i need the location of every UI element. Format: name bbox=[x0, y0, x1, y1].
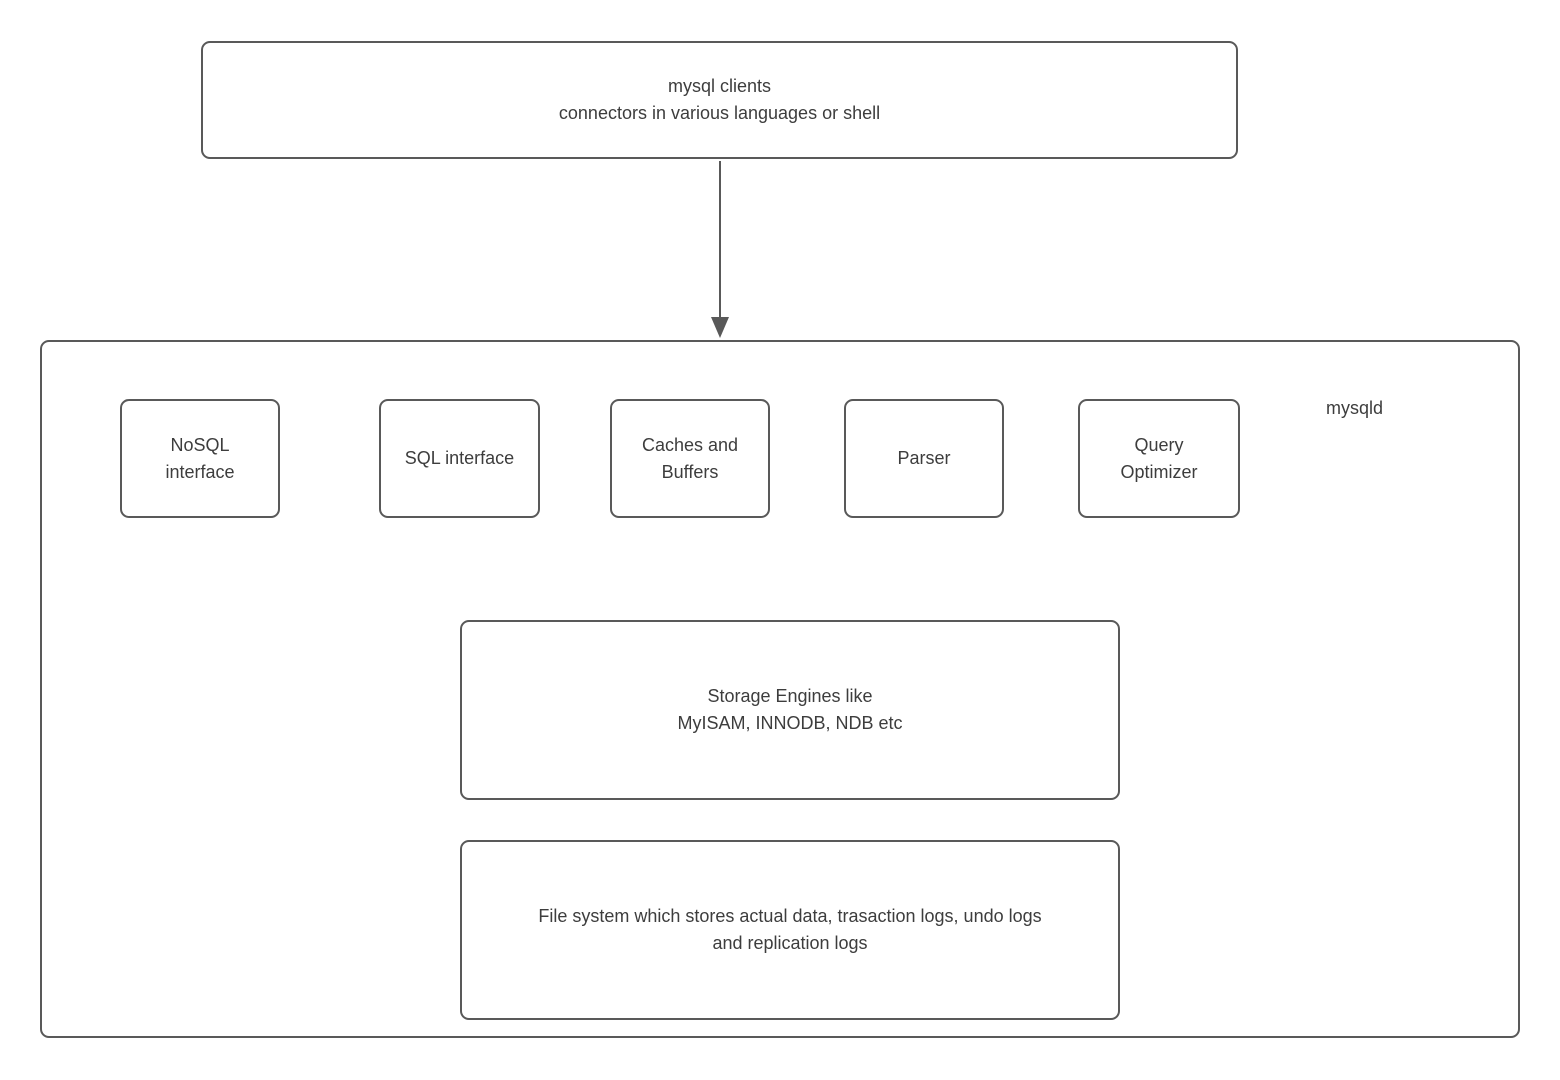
storage-engines-label: Storage Engines like MyISAM, INNODB, NDB… bbox=[677, 686, 903, 733]
file-system-box: File system which stores actual data, tr… bbox=[460, 840, 1120, 1020]
query-optimizer-label: Query Optimizer bbox=[1120, 434, 1198, 482]
mysqld-label: mysqld bbox=[1326, 398, 1384, 418]
arrow-down-icon bbox=[711, 317, 729, 338]
clients-to-mysqld-connector-line bbox=[719, 161, 721, 319]
caches-and-buffers-box: Caches and Buffers bbox=[610, 399, 770, 518]
nosql-interface-label: NoSQL interface bbox=[165, 434, 235, 482]
nosql-interface-box: NoSQL interface bbox=[120, 399, 280, 518]
sql-interface-box: SQL interface bbox=[379, 399, 540, 518]
query-optimizer-box: Query Optimizer bbox=[1078, 399, 1240, 518]
mysql-clients-box: mysql clients connectors in various lang… bbox=[201, 41, 1238, 159]
sql-interface-label: SQL interface bbox=[404, 448, 515, 468]
parser-label: Parser bbox=[897, 448, 951, 468]
file-system-label: File system which stores actual data, tr… bbox=[538, 906, 1042, 953]
storage-engines-box: Storage Engines like MyISAM, INNODB, NDB… bbox=[460, 620, 1120, 800]
caches-and-buffers-label: Caches and Buffers bbox=[641, 434, 739, 482]
parser-box: Parser bbox=[844, 399, 1004, 518]
mysql-clients-label: mysql clients connectors in various lang… bbox=[558, 76, 881, 123]
